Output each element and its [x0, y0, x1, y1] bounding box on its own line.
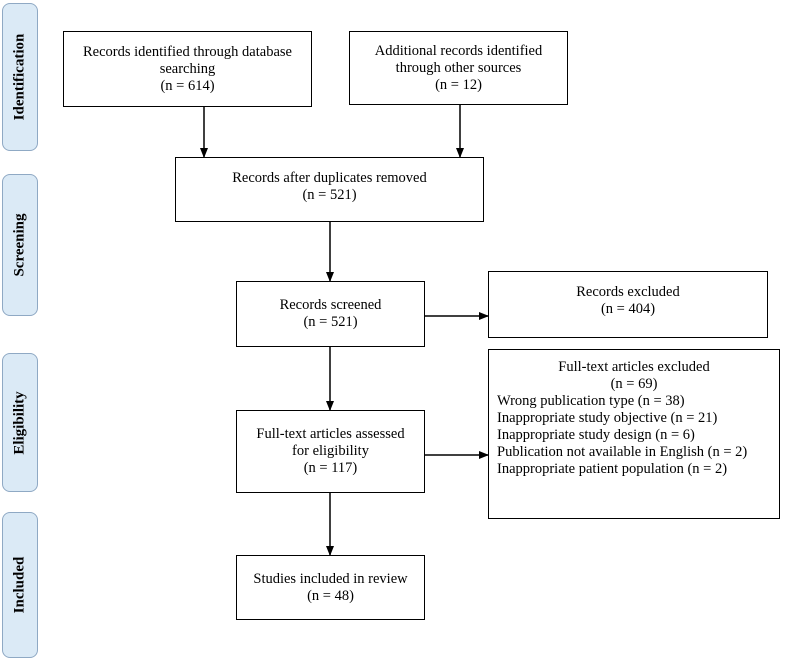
fulltext-assessed-line2: for eligibility: [292, 443, 369, 459]
other-records-line2: through other sources: [395, 59, 522, 76]
fulltext-excluded-title: Full-text articles excluded: [558, 359, 710, 375]
box-other-records: Additional records identified through ot…: [349, 31, 568, 105]
studies-included-line1: Studies included in review: [253, 570, 408, 587]
exclusion-reason: Inappropriate patient population (n = 2): [497, 461, 728, 477]
box-fulltext-assessed: Full-text articles assessed for eligibil…: [236, 410, 425, 493]
records-excluded-count: (n = 404): [600, 301, 656, 317]
box-records-screened: Records screened (n = 521): [236, 281, 425, 347]
phase-identification: Identification: [2, 3, 38, 151]
after-duplicates-count: (n = 521): [302, 187, 357, 203]
after-duplicates-line1: Records after duplicates removed: [232, 170, 427, 186]
phase-screening: Screening: [2, 174, 38, 316]
box-database-records: Records identified through database sear…: [63, 31, 312, 107]
records-excluded-line1: Records excluded: [576, 284, 680, 300]
other-records-line1: Additional records identified: [374, 42, 543, 59]
database-records-line1: Records identified through database: [83, 43, 292, 60]
records-screened-count: (n = 521): [303, 314, 358, 330]
box-records-excluded: Records excluded (n = 404): [488, 271, 768, 338]
box-after-duplicates: Records after duplicates removed (n = 52…: [175, 157, 484, 222]
studies-included-count: (n = 48): [307, 587, 354, 604]
database-records-count: (n = 614): [160, 77, 215, 94]
database-records-line2: searching: [159, 60, 216, 77]
fulltext-assessed-count: (n = 117): [303, 460, 358, 476]
exclusion-reason: Publication not available in English (n …: [497, 444, 748, 460]
other-records-count: (n = 12): [435, 76, 482, 93]
phase-eligibility: Eligibility: [2, 353, 38, 492]
exclusion-reason: Wrong publication type (n = 38): [497, 393, 685, 409]
box-fulltext-excluded: Full-text articles excluded (n = 69) Wro…: [488, 349, 780, 519]
fulltext-assessed-line1: Full-text articles assessed: [256, 426, 405, 442]
box-studies-included: Studies included in review (n = 48): [236, 555, 425, 620]
exclusion-reason: Inappropriate study objective (n = 21): [497, 410, 718, 426]
phase-included: Included: [2, 512, 38, 658]
exclusion-reasons-list: Wrong publication type (n = 38) Inapprop…: [489, 393, 747, 478]
exclusion-reason: Inappropriate study design (n = 6): [497, 427, 695, 443]
fulltext-excluded-count: (n = 69): [610, 376, 658, 392]
records-screened-line1: Records screened: [279, 297, 382, 313]
